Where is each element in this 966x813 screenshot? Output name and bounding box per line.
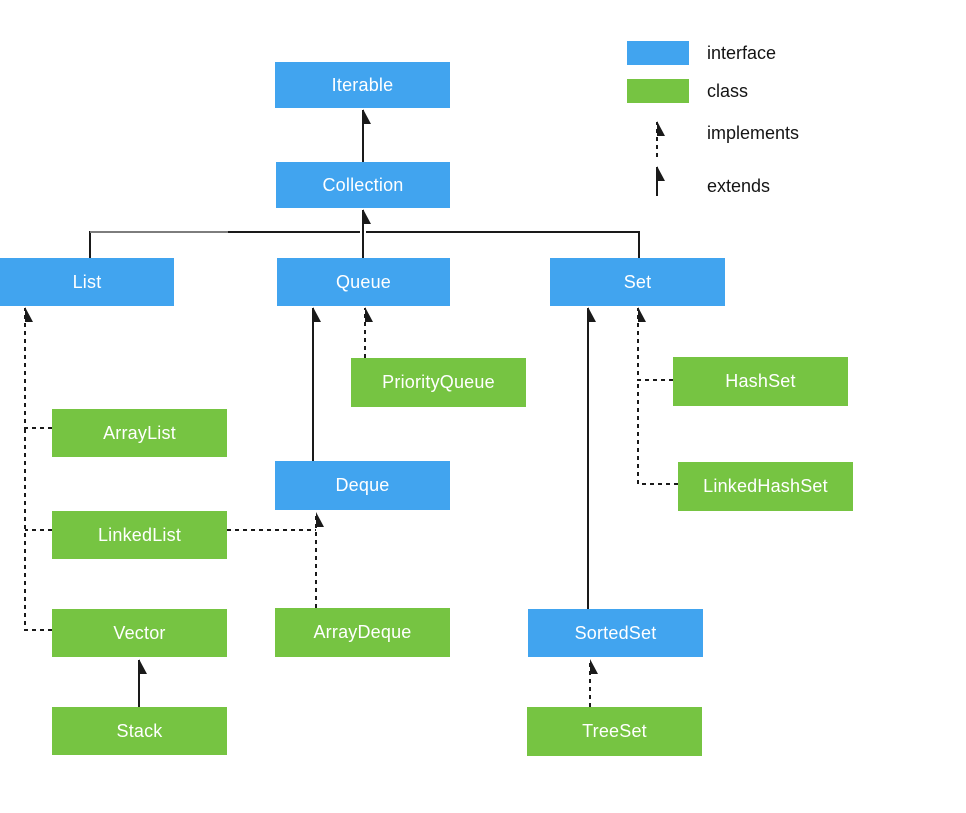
node-treeset: TreeSet	[527, 707, 702, 756]
node-hashset: HashSet	[673, 357, 848, 406]
node-deque: Deque	[275, 461, 450, 510]
node-vector: Vector	[52, 609, 227, 657]
node-stack: Stack	[52, 707, 227, 755]
edge-arraylist-implements-list	[24, 308, 52, 429]
node-sortedset: SortedSet	[528, 609, 703, 657]
legend-class-swatch	[627, 79, 689, 103]
node-iterable: Iterable	[275, 62, 450, 108]
node-collection: Collection	[276, 162, 450, 208]
edge-linkedhashset-implements-set	[637, 380, 678, 485]
node-priorityqueue: PriorityQueue	[351, 358, 526, 407]
edge-vector-implements-list	[24, 428, 52, 631]
legend-label-implements: implements	[707, 123, 800, 143]
node-linkedlist: LinkedList	[52, 511, 227, 559]
legend-label-interface: interface	[707, 43, 777, 63]
legend-label-class: class	[707, 81, 749, 101]
legend-label-extends: extends	[707, 176, 771, 196]
node-arraydeque: ArrayDeque	[275, 608, 450, 657]
node-linkedhashset: LinkedHashSet	[678, 462, 853, 511]
node-arraylist: ArrayList	[52, 409, 227, 457]
node-queue: Queue	[277, 258, 450, 306]
node-set: Set	[550, 258, 725, 306]
edge-list-extends-collection	[89, 231, 360, 258]
edge-set-extends-collection	[366, 231, 640, 258]
legend-interface-swatch	[627, 41, 689, 65]
edge-hashset-implements-set	[637, 308, 673, 381]
node-list: List	[0, 258, 174, 306]
